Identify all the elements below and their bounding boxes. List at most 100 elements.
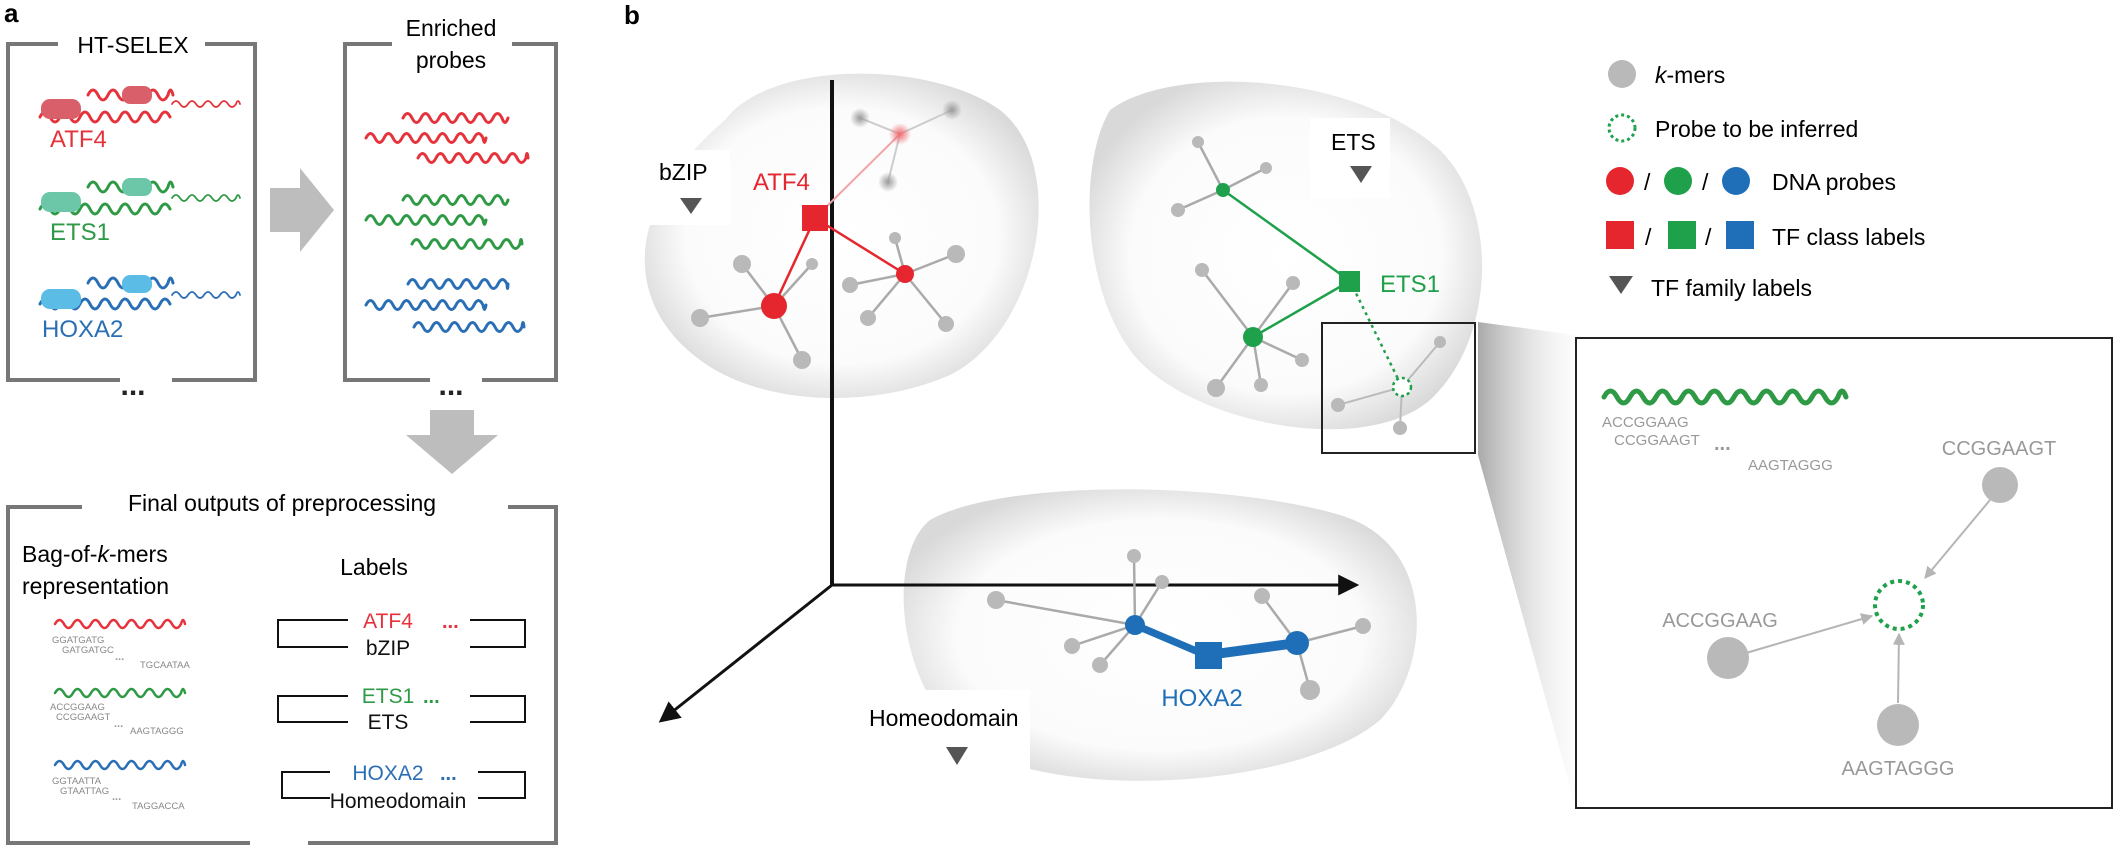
dna-probe-node xyxy=(1285,631,1309,655)
graph-edge xyxy=(1222,166,1267,192)
kmer-node xyxy=(938,316,954,332)
tf-class-node-hoxa2 xyxy=(1195,642,1222,669)
legend-dna-label: DNA probes xyxy=(1772,169,1896,195)
inset-kmer-text: ACCGGAAG xyxy=(1602,414,1689,431)
kmer-node xyxy=(860,310,876,326)
kmer-node-blurred xyxy=(850,108,870,128)
dna-strand xyxy=(171,100,241,108)
final-outputs-ellipsis: ... xyxy=(269,829,294,850)
htselex-frame xyxy=(6,42,257,382)
label-tf-ellipsis: ... xyxy=(440,763,457,785)
inset-node-label-top: CCGGAAGT xyxy=(1942,438,2056,460)
kmer-node xyxy=(1355,618,1371,634)
label-family-ets: ETS xyxy=(368,711,409,734)
dna-probe-node-blurred xyxy=(889,123,911,145)
dna-strand xyxy=(171,194,241,202)
label-tf-ellipsis: ... xyxy=(442,611,459,633)
kmer-text: GGTAATTA xyxy=(52,776,102,787)
inset-node-label-bottom: AAGTAGGG xyxy=(1842,758,1955,780)
kmer-node xyxy=(1300,680,1320,700)
tf-protein-blob xyxy=(41,289,81,309)
family-triangle-icon xyxy=(1350,166,1372,183)
legend-slash: / xyxy=(1702,169,1709,195)
label-bracket xyxy=(277,695,526,723)
axis-depth xyxy=(658,583,833,723)
inset-kmer-text: AAGTAGGG xyxy=(1748,457,1833,474)
kmer-node xyxy=(691,309,709,327)
htselex-tf-label-ets1: ETS1 xyxy=(50,219,110,246)
kmer-node xyxy=(1092,657,1108,673)
kmer-node xyxy=(1064,638,1080,654)
panel-b-letter: b xyxy=(624,0,640,30)
inferred-probe-node xyxy=(1391,376,1413,398)
legend-probe-label: Probe to be inferred xyxy=(1655,116,1858,142)
kmer-node xyxy=(1254,378,1268,392)
kmer-node xyxy=(1192,136,1204,148)
graph-edge-class xyxy=(1208,638,1297,660)
graph-edge-class xyxy=(814,216,906,276)
kmer-node xyxy=(1195,263,1209,277)
graph-homeodomain: HOXA2 xyxy=(987,549,1371,712)
inset-edge xyxy=(1892,632,1905,704)
final-outputs-frame xyxy=(6,505,558,845)
label-tf-ets1: ETS1 xyxy=(362,685,415,708)
zoom-wedge xyxy=(1478,322,1576,808)
graph-edge xyxy=(1071,623,1136,648)
dna-strand xyxy=(401,112,510,124)
dna-strand xyxy=(412,321,526,333)
dna-strand xyxy=(53,618,187,630)
kmer-row-ets1: ACCGGAAG CCGGAAGT ... AAGTAGGG xyxy=(50,687,187,737)
kmer-node xyxy=(1254,588,1270,604)
dna-strand xyxy=(53,759,187,771)
kmer-ellipsis: ... xyxy=(114,718,123,730)
inset-kmer-node xyxy=(1982,467,2018,503)
graph-edge xyxy=(995,598,1136,627)
kmer-node xyxy=(1295,353,1309,367)
graph-edge xyxy=(1177,188,1224,212)
inset-edge xyxy=(1924,499,1991,579)
graph-edge xyxy=(1214,336,1255,389)
graph-edge xyxy=(849,272,906,287)
dna-probe-node xyxy=(1125,615,1145,635)
graph-edge xyxy=(1132,555,1137,626)
legend-slash: / xyxy=(1645,224,1652,250)
legend-class-green-icon xyxy=(1668,221,1696,249)
graph-edge xyxy=(867,273,906,319)
dna-probe-node xyxy=(761,293,787,319)
kmer-text: GTAATTAG xyxy=(60,786,109,797)
dna-probe-node xyxy=(896,265,914,283)
tf-protein-blob xyxy=(41,99,81,119)
labels-title: Labels xyxy=(340,554,408,580)
tf-protein-blob xyxy=(41,192,81,212)
tf-protein-blob xyxy=(122,275,152,293)
dna-strand xyxy=(53,687,187,699)
kmer-ellipsis: ... xyxy=(112,791,121,803)
kmer-node xyxy=(1171,203,1185,217)
inset-edge xyxy=(1745,613,1874,654)
dna-strand xyxy=(410,238,524,250)
dna-strand xyxy=(364,299,488,311)
family-label-homeodomain: Homeodomain xyxy=(869,705,1019,731)
tf-class-label-atf4: ATF4 xyxy=(753,169,810,196)
label-gap xyxy=(640,150,730,225)
kmer-node xyxy=(1155,575,1169,589)
family-triangle-icon xyxy=(946,747,968,765)
tf-class-node-atf4 xyxy=(802,205,828,231)
enriched-title-2: probes xyxy=(416,47,486,73)
label-gap xyxy=(1310,118,1390,198)
dna-strand xyxy=(416,152,530,164)
legend-kmers-label: k-mers xyxy=(1655,62,1725,88)
htselex-atf4-group: ATF4 xyxy=(38,86,241,153)
dna-strand xyxy=(364,214,488,226)
label-row-ets1: ETS1 ... ETS xyxy=(277,685,526,734)
label-family-homeodomain: Homeodomain xyxy=(330,790,467,813)
kmer-node xyxy=(947,245,965,263)
dna-strand xyxy=(1601,388,1849,406)
graph-edge-inferred xyxy=(1348,280,1404,388)
kmer-row-hoxa2: GGTAATTA GTAATTAG ... TAGGACCA xyxy=(52,759,187,812)
inset-frame xyxy=(1575,337,2113,809)
kmer-node xyxy=(806,258,818,270)
cluster-blob-ets xyxy=(1089,81,1483,430)
panel-b: b xyxy=(624,0,2113,809)
